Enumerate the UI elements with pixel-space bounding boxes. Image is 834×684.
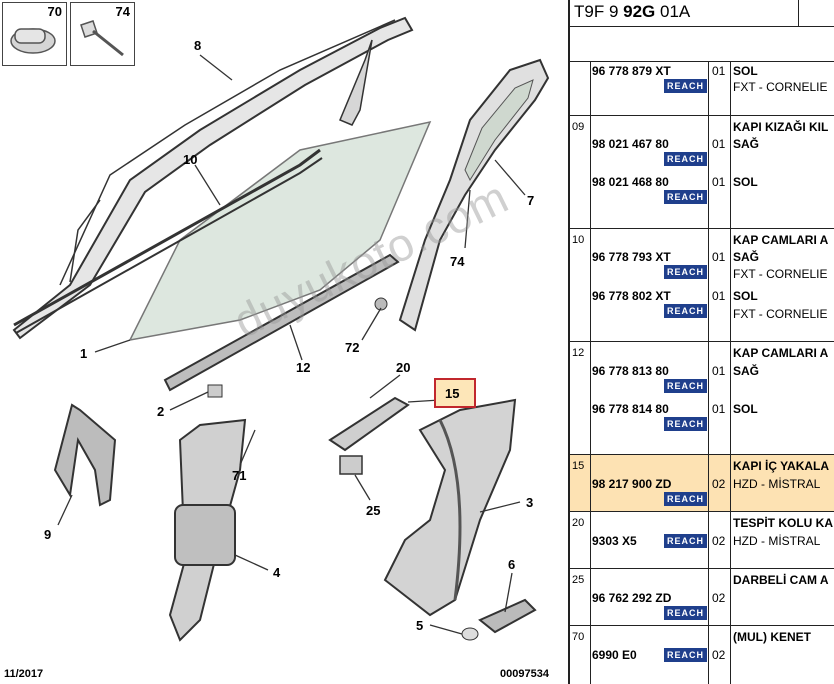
part-title: KAP CAMLARI A bbox=[733, 233, 829, 247]
quantity: 01 bbox=[712, 402, 726, 416]
part-number[interactable]: 98 217 900 ZD bbox=[592, 477, 672, 491]
thumbnail-number: 74 bbox=[115, 4, 130, 19]
diagram-id: 00097534 bbox=[500, 668, 549, 680]
quantity: 02 bbox=[712, 591, 726, 605]
part-side: SOL bbox=[733, 289, 758, 303]
quantity: 01 bbox=[712, 364, 726, 378]
part-variant: HZD - MİSTRAL bbox=[733, 534, 821, 548]
quantity: 01 bbox=[712, 289, 726, 303]
quantity: 02 bbox=[712, 648, 726, 662]
push-pin-icon bbox=[80, 20, 124, 57]
reach-badge[interactable]: REACH bbox=[664, 265, 707, 279]
callout-20[interactable]: 20 bbox=[396, 360, 411, 375]
highlighted-callout-label: 15 bbox=[445, 386, 460, 401]
callout-2[interactable]: 2 bbox=[157, 404, 165, 419]
reference-number: 12 bbox=[572, 347, 585, 359]
callout-3[interactable]: 3 bbox=[526, 495, 534, 510]
callout-12[interactable]: 12 bbox=[296, 360, 311, 375]
callout-71[interactable]: 71 bbox=[232, 468, 247, 483]
table-spacer-row bbox=[570, 26, 834, 62]
thumbnail-number: 70 bbox=[47, 4, 62, 19]
rivet-clip-icon bbox=[10, 28, 56, 54]
part-title: (MUL) KENET bbox=[733, 630, 811, 644]
part-side: SOL bbox=[733, 175, 758, 189]
table-row-highlighted[interactable]: 15 KAPI İÇ YAKALA 98 217 900 ZD REACH 02… bbox=[570, 455, 834, 512]
callout-6[interactable]: 6 bbox=[508, 557, 516, 572]
exploded-view-drawing bbox=[12, 16, 550, 642]
part-title: TESPİT KOLU KA bbox=[733, 516, 834, 530]
callout-8[interactable]: 8 bbox=[194, 38, 202, 53]
parts-table: T9F 9 92G 01A 96 778 879 XT REACH 01 SOL… bbox=[568, 0, 834, 684]
callout-25[interactable]: 25 bbox=[366, 503, 381, 518]
part-side: SAĞ bbox=[733, 250, 760, 264]
part-number[interactable]: 98 021 467 80 bbox=[592, 137, 669, 151]
catalog-code: T9F 9 92G 01A bbox=[574, 2, 691, 21]
callout-4[interactable]: 4 bbox=[273, 565, 281, 580]
callout-1[interactable]: 1 bbox=[80, 346, 88, 361]
quantity: 02 bbox=[712, 477, 726, 491]
reference-number: 09 bbox=[572, 121, 585, 133]
quantity: 01 bbox=[712, 137, 726, 151]
reach-badge[interactable]: REACH bbox=[664, 152, 707, 166]
quantity: 01 bbox=[712, 175, 726, 189]
table-row[interactable]: 09 KAPI KIZAĞI KIL 98 021 467 80 REACH 0… bbox=[570, 116, 834, 229]
thumbnail-part-70: 70 bbox=[2, 2, 67, 66]
table-row[interactable]: 12 KAP CAMLARI A 96 778 813 80 REACH 01 … bbox=[570, 342, 834, 455]
callout-9[interactable]: 9 bbox=[44, 527, 52, 542]
part-side: SOL bbox=[733, 402, 758, 416]
reach-badge[interactable]: REACH bbox=[664, 379, 707, 393]
quantity: 01 bbox=[712, 250, 726, 264]
reference-number: 25 bbox=[572, 574, 585, 586]
part-variant: FXT - CORNELIE bbox=[733, 80, 828, 94]
reach-badge[interactable]: REACH bbox=[664, 79, 707, 93]
reach-badge[interactable]: REACH bbox=[664, 648, 707, 662]
part-number[interactable]: 96 778 813 80 bbox=[592, 364, 669, 378]
part-number[interactable]: 96 778 814 80 bbox=[592, 402, 669, 416]
part-variant: FXT - CORNELIE bbox=[733, 267, 828, 281]
table-header: T9F 9 92G 01A bbox=[570, 0, 834, 27]
parts-diagram: 70 74 duyukoto.com 8 10 7 74 1 72 12 20 … bbox=[2, 2, 550, 680]
callout-7[interactable]: 7 bbox=[527, 193, 535, 208]
callout-10[interactable]: 10 bbox=[183, 152, 198, 167]
part-number[interactable]: 6990 E0 bbox=[592, 648, 637, 662]
reach-badge[interactable]: REACH bbox=[664, 606, 707, 620]
diagram-date: 11/2017 bbox=[4, 668, 44, 680]
part-side: SAĞ bbox=[733, 364, 760, 378]
reach-badge[interactable]: REACH bbox=[664, 417, 707, 431]
quantity: 02 bbox=[712, 534, 726, 548]
table-row[interactable]: 20 TESPİT KOLU KA 9303 X5 REACH 02 HZD -… bbox=[570, 512, 834, 569]
reach-badge[interactable]: REACH bbox=[664, 492, 707, 506]
reference-number: 15 bbox=[572, 460, 585, 472]
part-title: DARBELİ CAM A bbox=[733, 573, 829, 587]
highlighted-callout-15[interactable]: 15 bbox=[434, 378, 476, 408]
reference-number: 10 bbox=[572, 234, 585, 246]
callout-5[interactable]: 5 bbox=[416, 618, 424, 633]
part-number[interactable]: 98 021 468 80 bbox=[592, 175, 669, 189]
reference-number: 20 bbox=[572, 517, 585, 529]
thumbnail-part-74: 74 bbox=[70, 2, 135, 66]
part-number[interactable]: 9303 X5 bbox=[592, 534, 637, 548]
part-number[interactable]: 96 778 793 XT bbox=[592, 250, 671, 264]
part-title: KAPI KIZAĞI KIL bbox=[733, 120, 829, 134]
table-row[interactable]: 96 778 879 XT REACH 01 SOL FXT - CORNELI… bbox=[570, 62, 834, 116]
part-number[interactable]: 96 778 879 XT bbox=[592, 64, 671, 78]
part-title: KAPI İÇ YAKALA bbox=[733, 459, 830, 473]
part-variant: HZD - MİSTRAL bbox=[733, 477, 821, 491]
part-side: SOL bbox=[733, 64, 758, 78]
quantity: 01 bbox=[712, 64, 726, 78]
table-row[interactable]: 10 KAP CAMLARI A 96 778 793 XT REACH 01 … bbox=[570, 229, 834, 342]
part-number[interactable]: 96 778 802 XT bbox=[592, 289, 671, 303]
table-row[interactable]: 70 (MUL) KENET 6990 E0 REACH 02 bbox=[570, 626, 834, 684]
part-title: KAP CAMLARI A bbox=[733, 346, 829, 360]
reach-badge[interactable]: REACH bbox=[664, 534, 707, 548]
reach-badge[interactable]: REACH bbox=[664, 304, 707, 318]
callout-72[interactable]: 72 bbox=[345, 340, 360, 355]
table-row[interactable]: 25 DARBELİ CAM A 96 762 292 ZD REACH 02 bbox=[570, 569, 834, 626]
callout-74[interactable]: 74 bbox=[450, 254, 465, 269]
part-variant: FXT - CORNELIE bbox=[733, 307, 828, 321]
reach-badge[interactable]: REACH bbox=[664, 190, 707, 204]
reference-number: 70 bbox=[572, 631, 585, 643]
part-number[interactable]: 96 762 292 ZD bbox=[592, 591, 672, 605]
part-side: SAĞ bbox=[733, 137, 760, 151]
